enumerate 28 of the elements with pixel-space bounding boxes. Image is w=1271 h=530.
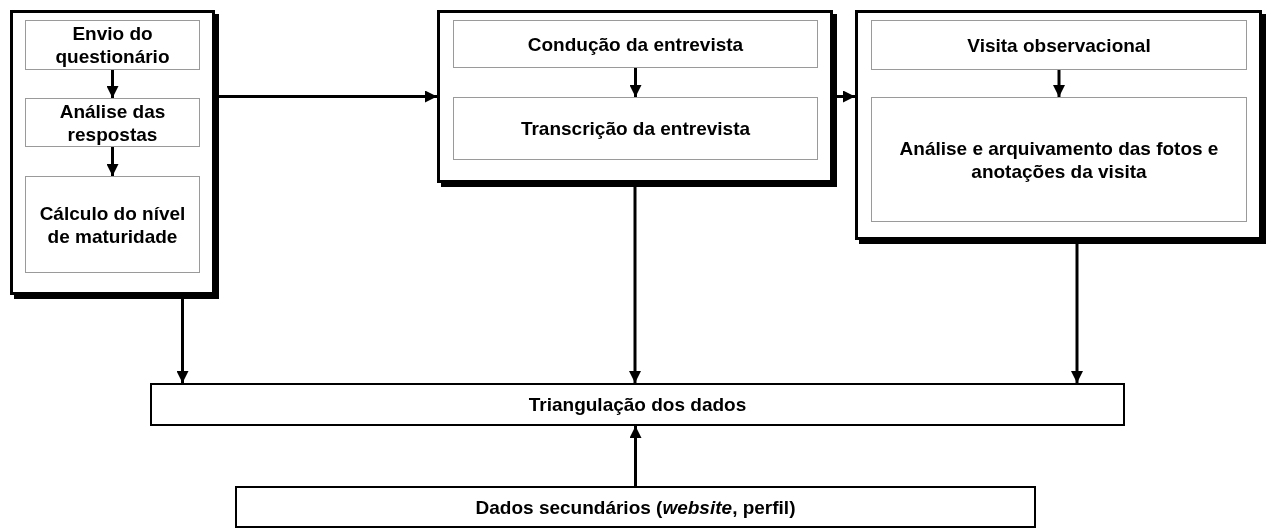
arrow: [629, 68, 642, 97]
process-box: [453, 97, 818, 160]
box-label: Análise e arquivamento das fotos e anotações da visita: [898, 136, 1220, 183]
process-box: [453, 20, 818, 68]
process-box: [871, 20, 1247, 70]
arrow: [176, 299, 189, 383]
box-label: Visita observacional: [966, 33, 1152, 57]
arrow: [1071, 244, 1083, 383]
box-label: Envio do questionário: [54, 22, 171, 68]
box-label: Triangulação dos dados: [527, 393, 748, 416]
arrow: [1053, 70, 1065, 97]
process-box: [871, 97, 1247, 222]
arrow: [629, 426, 642, 486]
arrow: [106, 70, 119, 98]
process-box: [235, 486, 1036, 528]
box-label: Condução da entrevista: [526, 32, 745, 56]
box-label: Cálculo do nível de maturidade: [38, 201, 187, 248]
arrow: [837, 90, 855, 103]
box-label: Transcrição da entrevista: [519, 117, 752, 140]
arrow: [629, 187, 641, 383]
process-box: [25, 20, 200, 70]
process-box: [150, 383, 1125, 426]
arrow: [219, 90, 437, 103]
arrow: [106, 147, 119, 176]
process-box: [25, 98, 200, 147]
box-label: Dados secundários (website, perfil): [474, 495, 797, 519]
process-box: [25, 176, 200, 273]
box-label: Análise das respostas: [58, 99, 167, 146]
